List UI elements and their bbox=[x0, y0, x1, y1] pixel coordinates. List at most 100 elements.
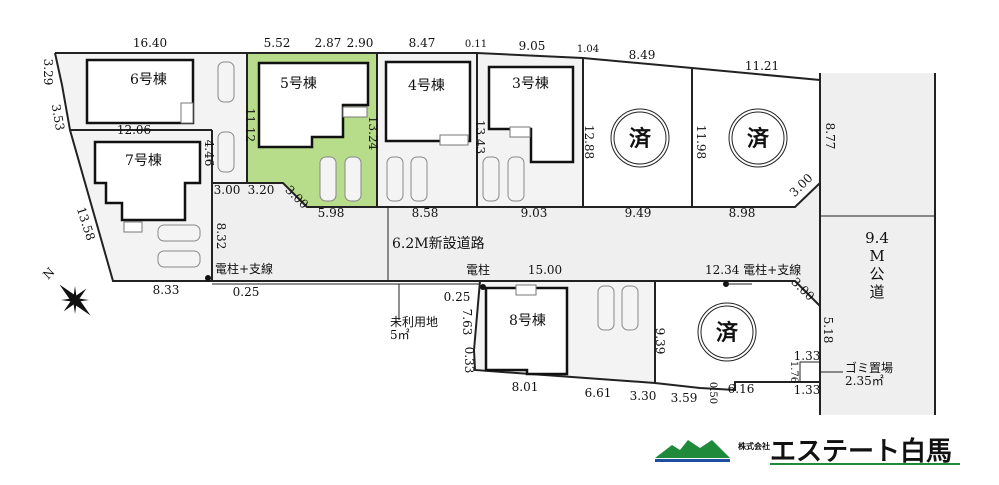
label: 0.25 bbox=[233, 285, 260, 299]
label: 13.43 bbox=[473, 120, 487, 154]
garbage-label: ゴミ置場 bbox=[845, 360, 893, 375]
public-road-label: 9.4M 公道 bbox=[865, 229, 889, 301]
label: 8.47 bbox=[409, 36, 436, 50]
label: 4.46 bbox=[202, 140, 216, 167]
label: 5.52 bbox=[264, 36, 291, 50]
building-3[interactable] bbox=[487, 65, 575, 164]
label: 8.58 bbox=[412, 206, 439, 220]
label: 道 bbox=[869, 283, 884, 301]
label: 5.18 bbox=[821, 317, 835, 344]
building-6[interactable] bbox=[85, 58, 195, 125]
label: 12.88 bbox=[582, 125, 596, 159]
label: 0.25 bbox=[444, 290, 471, 304]
label: 済 bbox=[629, 126, 652, 152]
plan-line bbox=[655, 459, 730, 462]
plan-line bbox=[342, 106, 368, 118]
utility-pole-marker bbox=[205, 275, 211, 281]
label: 11.98 bbox=[694, 125, 708, 159]
label: 済 bbox=[747, 126, 770, 152]
building-7-label: 7号棟 bbox=[125, 153, 162, 169]
label: 9.4 bbox=[865, 229, 889, 247]
label: 12.06 bbox=[117, 123, 151, 137]
plan-line bbox=[180, 102, 194, 124]
plan-line bbox=[621, 285, 639, 331]
label: 8.33 bbox=[153, 283, 180, 297]
unused-land-area: 5㎡ bbox=[390, 328, 410, 342]
plan-line bbox=[728, 108, 788, 168]
plan-line bbox=[212, 182, 821, 208]
label: M bbox=[869, 247, 884, 265]
plan-line bbox=[61, 298, 89, 302]
label: 済 bbox=[716, 320, 739, 346]
plan-line bbox=[123, 221, 143, 233]
label: 3.30 bbox=[630, 389, 657, 403]
label: 3.53 bbox=[49, 103, 67, 132]
garbage-station bbox=[799, 361, 821, 383]
building-5-label: 5号棟 bbox=[280, 76, 317, 92]
plan-line bbox=[344, 156, 362, 202]
unused-land-label: 未利用地 bbox=[390, 315, 438, 329]
pole-guy-label: 12.34 電柱+支線 bbox=[705, 262, 801, 277]
north-arrow-icon: N bbox=[40, 265, 91, 316]
label: 3.00 bbox=[214, 183, 241, 197]
plan-line bbox=[472, 280, 820, 392]
plan-line bbox=[319, 156, 337, 202]
label: 1.33 bbox=[794, 349, 821, 363]
label: 1.33 bbox=[794, 383, 821, 397]
plan-line bbox=[480, 280, 821, 307]
public-road-area bbox=[820, 73, 935, 415]
building-4[interactable] bbox=[384, 60, 472, 143]
plan-line bbox=[386, 156, 404, 202]
plan-line bbox=[482, 156, 500, 202]
label: 3.20 bbox=[248, 183, 275, 197]
label: 8.77 bbox=[823, 123, 837, 150]
utility-pole-marker bbox=[480, 284, 486, 290]
label: 3.29 bbox=[41, 59, 55, 86]
plan-line bbox=[515, 284, 537, 296]
label: 2.90 bbox=[347, 36, 374, 50]
plan-line bbox=[697, 302, 757, 362]
label: 0.11 bbox=[465, 39, 487, 50]
label: 9.05 bbox=[519, 39, 546, 53]
garbage-area: 2.35㎡ bbox=[845, 374, 884, 388]
plan-line bbox=[731, 111, 785, 165]
pole-guy-label: 電柱+支線 bbox=[215, 261, 273, 276]
stair-icons bbox=[123, 102, 537, 296]
label: 8.49 bbox=[629, 48, 656, 62]
plan-line bbox=[613, 111, 667, 165]
plan-line bbox=[157, 224, 201, 242]
plan-line bbox=[157, 250, 201, 268]
plan-line bbox=[507, 156, 525, 202]
label: 公 bbox=[869, 265, 884, 283]
sold-mark: 済 bbox=[697, 302, 757, 362]
company-logo: 株式会社 エステート白馬 bbox=[655, 436, 960, 467]
label: 0.50 bbox=[707, 382, 718, 404]
label: 6.16 bbox=[728, 382, 755, 396]
new-road-area bbox=[212, 183, 820, 306]
plan-line bbox=[217, 61, 235, 103]
label: 11.12 bbox=[243, 108, 257, 142]
building-7[interactable] bbox=[93, 140, 202, 222]
plan-line bbox=[509, 126, 531, 138]
sold-mark: 済 bbox=[728, 108, 788, 168]
building-5[interactable] bbox=[257, 61, 370, 149]
label: 13.24 bbox=[366, 116, 380, 151]
label: 1.76 bbox=[788, 361, 799, 383]
building-8[interactable] bbox=[484, 286, 569, 376]
label: 9.03 bbox=[521, 206, 548, 220]
label: エステート白馬 bbox=[770, 436, 952, 467]
label: 1.04 bbox=[577, 44, 599, 55]
label: 8.01 bbox=[512, 380, 539, 394]
plan-line bbox=[655, 440, 730, 458]
building-4-label: 4号棟 bbox=[408, 78, 445, 94]
sold-mark: 済 bbox=[610, 108, 670, 168]
plan-line bbox=[597, 285, 615, 331]
plan-line bbox=[770, 463, 960, 465]
plan-line bbox=[700, 305, 754, 359]
label: 株式会社 bbox=[738, 441, 770, 451]
building-8-label: 8号棟 bbox=[509, 313, 546, 329]
building-6-label: 6号棟 bbox=[130, 72, 167, 88]
label: 2.87 bbox=[315, 36, 342, 50]
plan-line bbox=[439, 134, 469, 146]
plan-line bbox=[410, 156, 428, 202]
